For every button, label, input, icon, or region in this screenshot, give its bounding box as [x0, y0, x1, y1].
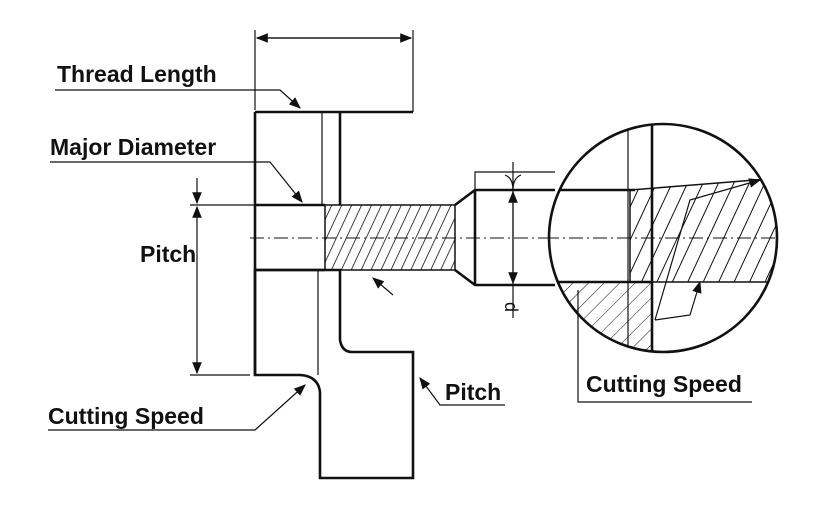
pitch-dimension — [190, 178, 255, 376]
label-major-diameter: Major Diameter — [50, 134, 216, 160]
diameter-dimension: d — [501, 162, 522, 318]
workpiece — [250, 110, 560, 480]
detail-magnifier — [547, 122, 779, 354]
thread-length-dimension — [254, 30, 414, 112]
label-cutting-speed-left: Cutting Speed — [48, 403, 204, 429]
label-pitch-left: Pitch — [140, 241, 196, 267]
diameter-symbol: d — [501, 302, 521, 312]
label-thread-length: Thread Length — [57, 61, 217, 87]
label-pitch-right: Pitch — [445, 379, 501, 405]
leader-lines — [48, 89, 762, 431]
label-cutting-speed-right: Cutting Speed — [586, 371, 742, 397]
